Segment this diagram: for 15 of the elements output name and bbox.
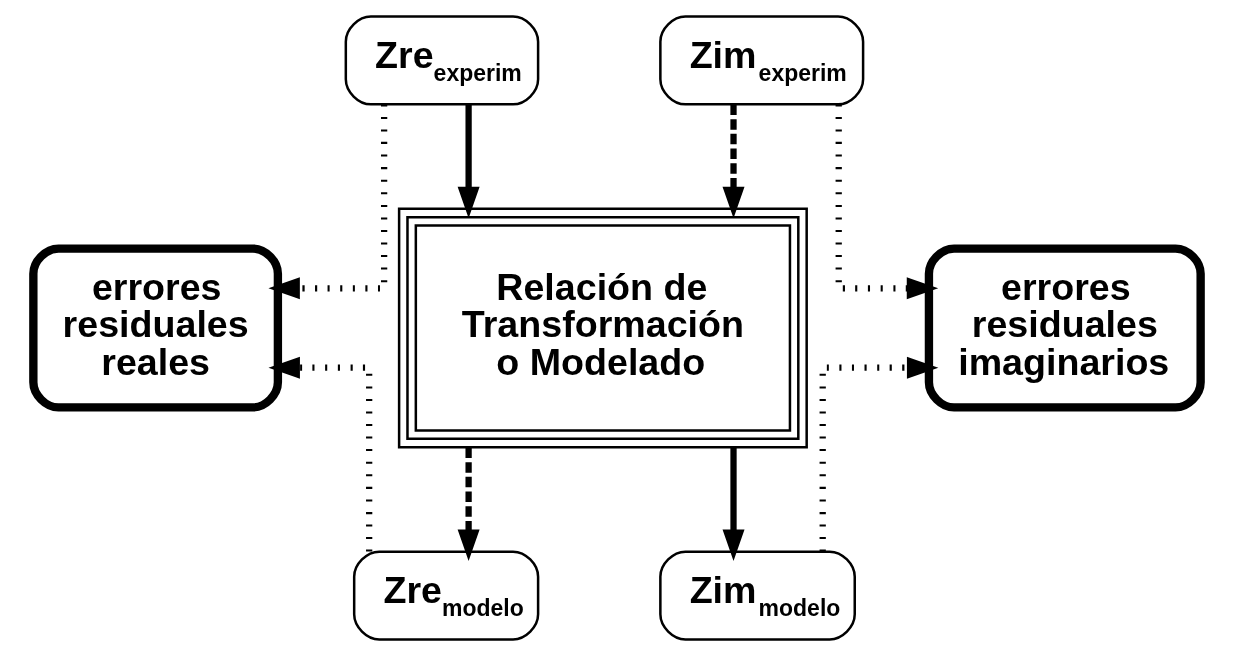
arrow	[722, 104, 745, 219]
node-box: Zim$_{modelo}$	[659, 550, 856, 641]
arrow	[268, 356, 373, 552]
arrow	[268, 104, 388, 300]
node-box: errores residuales imaginarios	[924, 244, 1205, 412]
node-box: Zim$_{experim}$	[659, 15, 865, 106]
node-box: Zre$_{experim}$	[344, 15, 540, 106]
node-box: Zre$_{modelo}$	[352, 550, 540, 641]
arrow	[835, 104, 939, 300]
arrow	[819, 356, 939, 552]
arrow	[722, 447, 745, 562]
node-box: Relación de Transformación o Modelado	[397, 207, 808, 449]
node-box: errores residuales reales	[29, 244, 283, 412]
arrow	[457, 104, 480, 219]
arrow	[457, 447, 480, 562]
